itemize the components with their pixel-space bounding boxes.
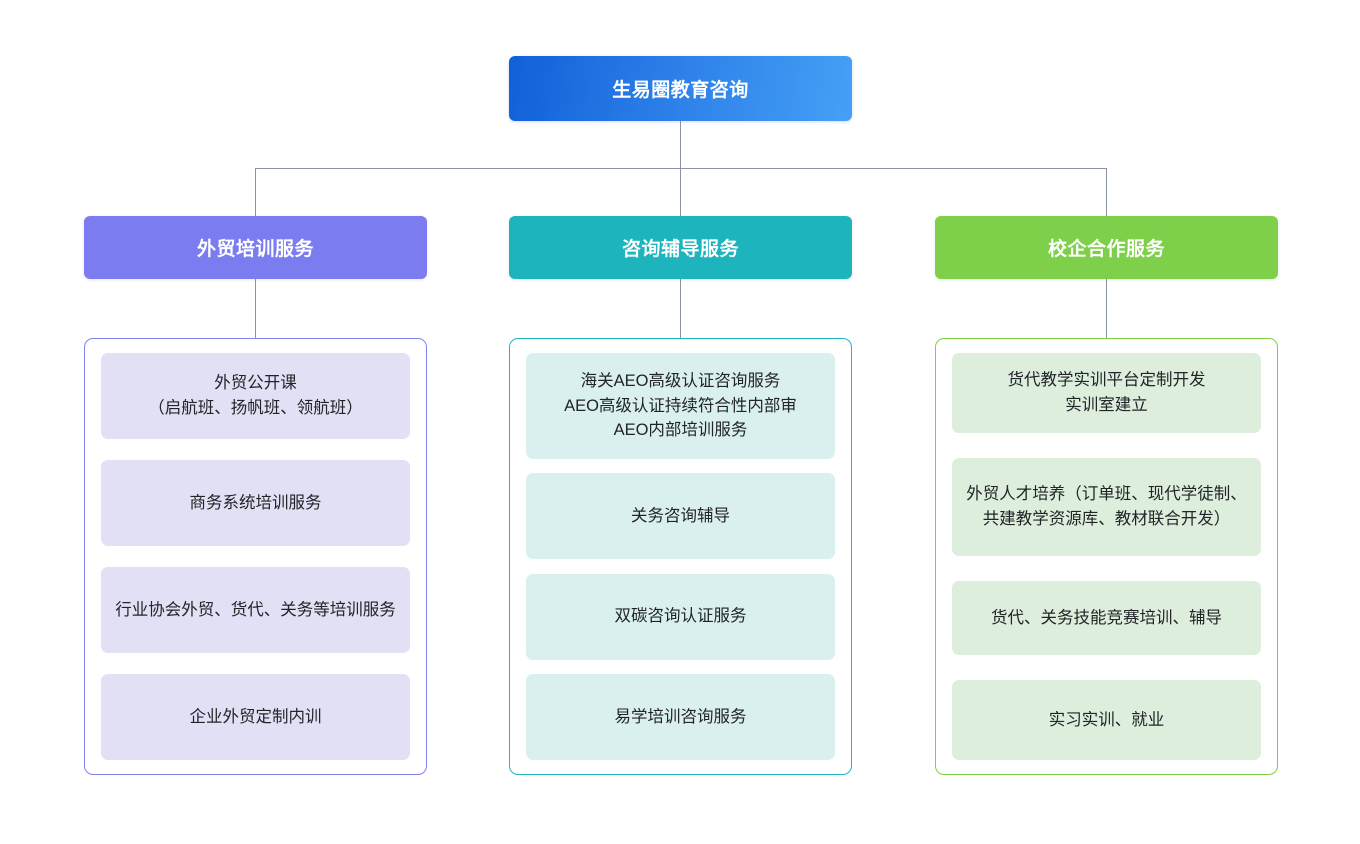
root-node-label: 生易圈教育咨询 — [612, 80, 749, 101]
root-node[interactable]: 生易圈教育咨询 — [509, 56, 852, 121]
connector-header-group-col-0 — [255, 279, 256, 338]
category-header-label: 咨询辅导服务 — [621, 239, 739, 260]
group-box-consulting-tutoring: 海关AEO高级认证咨询服务 AEO高级认证持续符合性内部审 AEO内部培训服务 … — [509, 338, 852, 775]
leaf-item[interactable]: 货代、关务技能竞赛培训、辅导 — [952, 581, 1261, 655]
category-header-consulting-tutoring[interactable]: 咨询辅导服务 — [509, 216, 852, 279]
connector-header-group-col-2 — [1106, 279, 1107, 338]
connector-drop-col-1 — [680, 168, 681, 216]
connector-drop-col-2 — [1106, 168, 1107, 216]
leaf-item[interactable]: 外贸人才培养（订单班、现代学徒制、共建教学资源库、教材联合开发） — [952, 458, 1261, 556]
leaf-item[interactable]: 外贸公开课 （启航班、扬帆班、领航班） — [101, 353, 410, 439]
connector-root-stem — [680, 121, 681, 168]
category-header-label: 外贸培训服务 — [196, 239, 314, 260]
leaf-item[interactable]: 海关AEO高级认证咨询服务 AEO高级认证持续符合性内部审 AEO内部培训服务 — [526, 353, 835, 459]
leaf-item[interactable]: 商务系统培训服务 — [101, 460, 410, 546]
leaf-item[interactable]: 易学培训咨询服务 — [526, 673, 835, 760]
category-header-foreign-trade-training[interactable]: 外贸培训服务 — [84, 216, 427, 279]
group-box-school-enterprise: 货代教学实训平台定制开发 实训室建立 外贸人才培养（订单班、现代学徒制、共建教学… — [935, 338, 1278, 775]
leaf-item[interactable]: 关务咨询辅导 — [526, 473, 835, 560]
group-box-foreign-trade-training: 外贸公开课 （启航班、扬帆班、领航班） 商务系统培训服务 行业协会外贸、货代、关… — [84, 338, 427, 775]
connector-drop-col-0 — [255, 168, 256, 216]
leaf-item[interactable]: 实习实训、就业 — [952, 680, 1261, 760]
leaf-item[interactable]: 企业外贸定制内训 — [101, 674, 410, 760]
connector-header-group-col-1 — [680, 279, 681, 338]
leaf-item[interactable]: 货代教学实训平台定制开发 实训室建立 — [952, 353, 1261, 433]
leaf-item[interactable]: 行业协会外贸、货代、关务等培训服务 — [101, 567, 410, 653]
category-header-label: 校企合作服务 — [1047, 239, 1165, 260]
category-header-school-enterprise[interactable]: 校企合作服务 — [935, 216, 1278, 279]
leaf-item[interactable]: 双碳咨询认证服务 — [526, 573, 835, 660]
